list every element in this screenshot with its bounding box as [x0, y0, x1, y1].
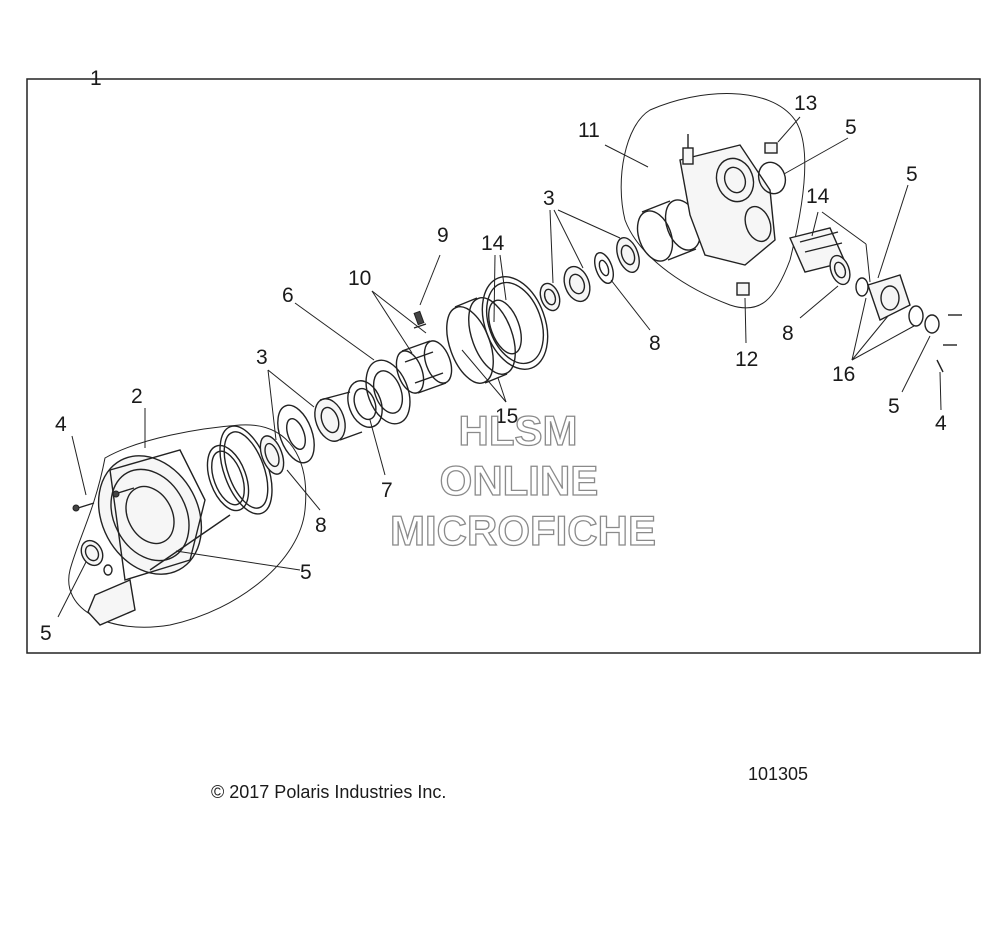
watermark-line-1: HLSM — [459, 407, 578, 454]
callout-labels: 1 2 4 5 5 3 6 7 8 10 9 14 15 3 8 11 13 5… — [40, 67, 947, 645]
callout-1: 1 — [90, 67, 102, 90]
figure-number: 101305 — [748, 764, 808, 784]
roller-cage-part-10 — [395, 340, 453, 394]
callout-2: 2 — [131, 385, 143, 408]
thrust-washer-front — [277, 404, 315, 464]
callout-13: 13 — [794, 92, 817, 115]
copyright-notice: © 2017 Polaris Industries Inc. — [211, 782, 446, 802]
watermark-line-2: ONLINE — [440, 457, 599, 504]
callout-4-left: 4 — [55, 413, 67, 436]
callout-8-front: 8 — [315, 514, 327, 537]
seal-ring-part-5-front — [206, 444, 250, 512]
callout-12: 12 — [735, 348, 758, 371]
callout-14-right: 14 — [806, 185, 830, 208]
callout-5-seal: 5 — [40, 622, 52, 645]
callout-9: 9 — [437, 224, 449, 247]
gearcase-part-11 — [679, 134, 776, 266]
seal-part-5-right — [908, 305, 924, 327]
housing-part-2 — [80, 449, 231, 626]
oring-part-5-right — [924, 314, 940, 334]
diagram-frame — [26, 78, 981, 654]
gear-part-14-center — [481, 276, 549, 370]
plug-part-13 — [764, 142, 778, 154]
callout-15: 15 — [495, 405, 518, 428]
callout-5-upper: 5 — [845, 116, 857, 139]
cover-part-16 — [867, 274, 911, 321]
bearing-part-3-upper-a — [539, 282, 561, 312]
pin-part-9 — [413, 310, 427, 329]
callout-5-right-top: 5 — [906, 163, 918, 186]
callout-11: 11 — [578, 119, 600, 142]
callout-6: 6 — [282, 284, 294, 307]
leader-lines — [57, 116, 942, 618]
callout-14-center: 14 — [481, 232, 505, 255]
bearing-part-8-right — [829, 254, 851, 286]
callout-5-right-bottom: 5 — [888, 395, 900, 418]
bearing-part-8-front — [259, 435, 285, 475]
callout-3-upper: 3 — [543, 187, 555, 210]
screw-part-4-left — [72, 487, 135, 512]
callout-5-housing: 5 — [300, 561, 312, 584]
callout-8-right: 8 — [782, 322, 794, 345]
clutch-plate-part-7 — [347, 380, 383, 428]
callout-7: 7 — [381, 479, 393, 502]
washer-part-3-upper — [594, 252, 614, 284]
callout-3-front: 3 — [256, 346, 268, 369]
callout-10: 10 — [348, 267, 371, 290]
plate-part-6 — [365, 359, 411, 425]
callout-4-right: 4 — [935, 412, 947, 435]
watermark: HLSM ONLINE MICROFICHE — [389, 406, 656, 554]
bearing-part-3-upper-b — [563, 265, 591, 303]
gearcase-assembly-boundary — [620, 93, 806, 309]
callout-16: 16 — [832, 363, 855, 386]
watermark-line-3: MICROFICHE — [390, 507, 656, 554]
sprocket-hub-part-3 — [314, 391, 363, 442]
callout-8-upper: 8 — [649, 332, 661, 355]
bearing-part-8-upper — [616, 237, 640, 273]
screws-part-4-right — [936, 314, 962, 373]
drain-plug-part-12 — [736, 282, 750, 296]
